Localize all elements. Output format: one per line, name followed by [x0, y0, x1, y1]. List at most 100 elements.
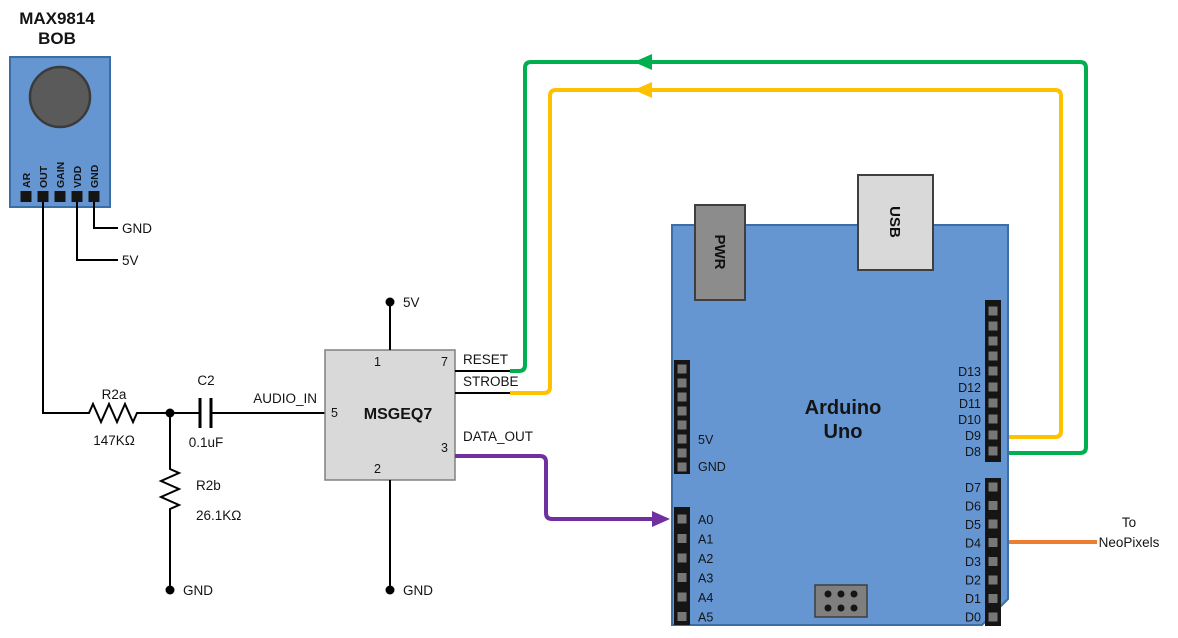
neopixel-label-line1: To [1122, 515, 1136, 530]
mic-gnd-wire [93, 202, 118, 229]
msgeq7-pin2: 2 [374, 462, 381, 476]
mic-pin-gain [54, 191, 66, 202]
pin-hole [677, 378, 687, 388]
reset-wire-arrow [634, 54, 652, 70]
msgeq7-pin1: 1 [374, 355, 381, 369]
reset-wire-green [510, 60, 1088, 455]
pin-hole [677, 534, 687, 543]
pin-hole [988, 519, 998, 529]
mic-pin-ar [20, 191, 32, 202]
pin-label-d10: D10 [958, 413, 981, 427]
pin-hole [988, 398, 998, 408]
c2-name: C2 [197, 373, 214, 388]
pin-label-d1: D1 [965, 592, 981, 606]
fe-gnd-dot [165, 585, 175, 595]
msgeq7-pin5: 5 [331, 406, 338, 420]
pin-hole [988, 351, 998, 361]
hookup-wires: To NeoPixels [455, 54, 1160, 550]
pin-label-d2: D2 [965, 574, 981, 588]
resistor-r2b-symbol [158, 466, 182, 512]
c2-value: 0.1uF [189, 435, 224, 450]
pin-hole [988, 321, 998, 331]
mic-pin-label-out: OUT [38, 165, 50, 188]
msgeq7-gnd-dot [385, 585, 395, 595]
pin-label-a5: A5 [698, 611, 713, 625]
icsp-pin [850, 604, 858, 612]
msgeq7-pin3: 3 [441, 441, 448, 455]
strobe-wire-arrow [634, 82, 652, 98]
pin-hole [988, 575, 998, 585]
pin-label-d4: D4 [965, 537, 981, 551]
pin-hole [677, 462, 687, 472]
msgeq7-5v-label: 5V [403, 295, 420, 310]
msgeq7-name: MSGEQ7 [364, 406, 433, 423]
mic-pin-label-gain: GAIN [55, 162, 67, 188]
power-header [674, 360, 690, 474]
max9814-breakout: MAX9814 BOB AR OUT GAIN VDD GND GND 5V [9, 9, 152, 414]
pin-hole [677, 612, 687, 621]
mic-board-title-line2: BOB [38, 29, 76, 48]
pin-label-d13: D13 [958, 365, 981, 379]
icsp-pin [850, 590, 858, 598]
pin-label-a2: A2 [698, 552, 713, 566]
strobe-wire-yellow [510, 88, 1063, 439]
pin-label-d8: D8 [965, 445, 981, 459]
arduino-name-line2: Uno [824, 421, 863, 443]
analog-front-end: R2a 147KΩ C2 0.1uF R2b 26.1KΩ GND [86, 373, 325, 598]
pin-label-d0: D0 [965, 611, 981, 625]
pin-label-a1: A1 [698, 533, 713, 547]
mic-board-title-line1: MAX9814 [19, 9, 95, 28]
mic-out-wire [42, 202, 86, 414]
mic-pin-out [37, 191, 49, 202]
pin-label-d12: D12 [958, 381, 981, 395]
icsp-pin [837, 590, 845, 598]
pin-label-d3: D3 [965, 555, 981, 569]
mic-pin-label-vdd: VDD [72, 165, 84, 188]
pin-hole [988, 557, 998, 566]
pin-hole [677, 573, 687, 582]
mic-gnd-label: GND [122, 221, 152, 236]
arduino-5v-label: 5V [698, 433, 714, 447]
pin-hole [988, 446, 998, 456]
mic-pin-label-ar: AR [21, 172, 33, 188]
mic-pin-label-gnd: GND [89, 164, 101, 188]
msgeq7-5v-dot [385, 297, 395, 307]
pin-hole [988, 430, 998, 440]
msgeq7-body [324, 349, 456, 481]
arduino-name-line1: Arduino [805, 397, 882, 419]
data-wire-purple [455, 454, 653, 521]
strobe-label: STROBE [463, 374, 519, 389]
usb-connector [857, 174, 934, 271]
pin-label-d5: D5 [965, 518, 981, 532]
pin-hole [677, 448, 687, 458]
mic-pin-vdd [71, 191, 83, 202]
analog-header [674, 507, 690, 625]
pin-hole [988, 482, 998, 492]
digital-header-lower [985, 478, 1001, 626]
pin-hole [677, 420, 687, 430]
pin-hole [988, 382, 998, 392]
pin-hole [677, 364, 687, 374]
pin-hole [677, 406, 687, 416]
reset-label: RESET [463, 352, 508, 367]
pin-label-a4: A4 [698, 591, 713, 605]
pin-hole [988, 501, 998, 510]
pwr-label: PWR [711, 235, 728, 270]
arduino-gnd-label: GND [698, 460, 726, 474]
pin-hole [988, 612, 998, 622]
pin-label-a3: A3 [698, 572, 713, 586]
mic-5v-label: 5V [122, 253, 139, 268]
pin-hole [988, 594, 998, 603]
audio-in-label: AUDIO_IN [253, 391, 317, 406]
pin-hole [677, 434, 687, 444]
mic-pin-gnd [88, 191, 100, 202]
pin-hole [677, 514, 687, 524]
pin-label-d11: D11 [959, 397, 981, 411]
resistor-r2a-symbol [86, 401, 140, 425]
pin-label-d6: D6 [965, 500, 981, 514]
icsp-pin [824, 590, 832, 598]
pin-hole [988, 336, 998, 346]
pin-hole [677, 392, 687, 402]
pin-hole [988, 538, 998, 547]
